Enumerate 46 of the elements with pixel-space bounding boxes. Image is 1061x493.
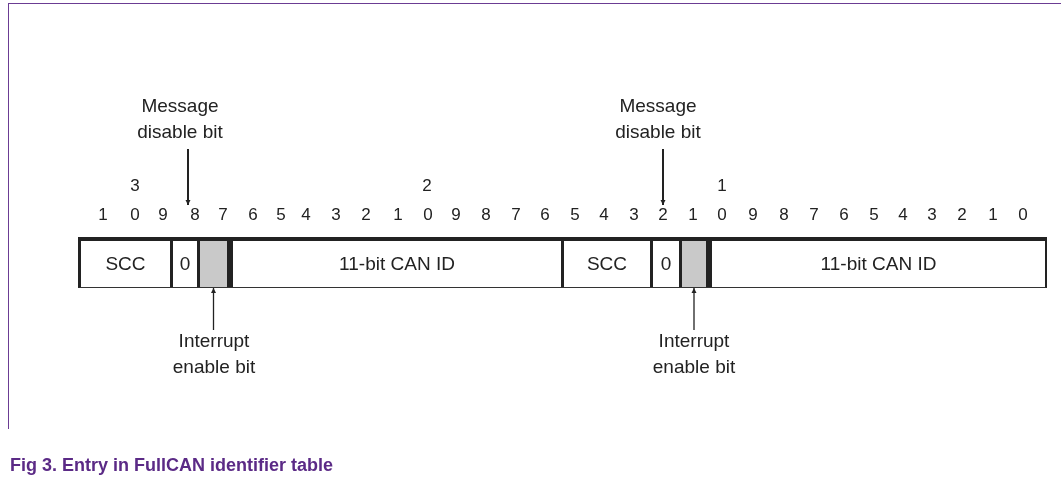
bit-number: 2 — [360, 205, 372, 225]
bit-number: 8 — [778, 205, 790, 225]
figure-caption: Fig 3. Entry in FullCAN identifier table — [10, 455, 334, 476]
arrow — [660, 148, 666, 206]
bit-number: 0 — [129, 205, 141, 225]
bit-number: 4 — [598, 205, 610, 225]
bit-number: 5 — [569, 205, 581, 225]
bit-number: 5 — [868, 205, 880, 225]
callout-text: Message disable bit — [593, 93, 723, 145]
bit-number: 4 — [300, 205, 312, 225]
bit-number: 1 — [687, 205, 699, 225]
callout-text: Message disable bit — [115, 93, 245, 145]
bit-number: 1 — [987, 205, 999, 225]
bit-number: 8 — [185, 205, 205, 225]
bit-number: 6 — [247, 205, 259, 225]
bit-number: 0 — [422, 205, 434, 225]
bit-number: 6 — [838, 205, 850, 225]
bit-number: 8 — [480, 205, 492, 225]
bit-number: 7 — [808, 205, 820, 225]
callout-text: Interrupt enable bit — [629, 328, 759, 380]
bit-number: 0 — [1017, 205, 1029, 225]
bit-number: 2 — [653, 205, 673, 225]
arrow — [691, 287, 697, 331]
bit-number: 7 — [217, 205, 229, 225]
bit-number: 2 — [421, 176, 433, 196]
callout-text: Interrupt enable bit — [149, 328, 279, 380]
bit-number: 9 — [157, 205, 169, 225]
shaded-bit-field — [197, 241, 230, 287]
bit-number: 3 — [129, 176, 141, 196]
bit-number: 4 — [897, 205, 909, 225]
bit-number: 2 — [956, 205, 968, 225]
arrow — [211, 287, 216, 331]
arrow — [185, 148, 191, 206]
bit-number: 1 — [716, 176, 728, 196]
bit-number: 3 — [926, 205, 938, 225]
shaded-bit-field — [679, 241, 709, 287]
bit-number: 5 — [275, 205, 287, 225]
bit-number: 7 — [510, 205, 522, 225]
bit-number: 3 — [628, 205, 640, 225]
bit-number: 9 — [747, 205, 759, 225]
bit-number: 3 — [330, 205, 342, 225]
bit-number: 0 — [716, 205, 728, 225]
bit-number: 1 — [97, 205, 109, 225]
bit-number: 6 — [539, 205, 551, 225]
bit-number: 9 — [450, 205, 462, 225]
bit-number: 1 — [392, 205, 404, 225]
